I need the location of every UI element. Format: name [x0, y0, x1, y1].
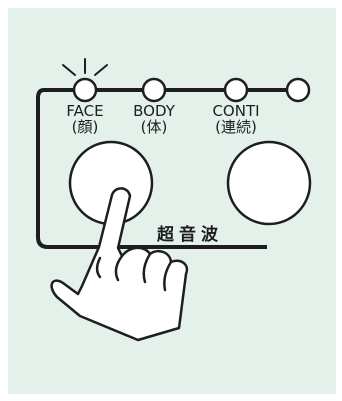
panel-frame-line — [36, 88, 267, 249]
extra-indicator-led — [285, 77, 311, 103]
indicator-glow-icon — [62, 58, 108, 76]
body-mode-jp: (体) — [140, 118, 168, 136]
ultrasound-label: 超音波 — [157, 225, 223, 245]
conti-mode-jp: (連続) — [215, 118, 257, 136]
face-mode-label: FACE (顔) — [59, 103, 111, 135]
face-mode-name: FACE — [66, 102, 104, 120]
face-indicator-led — [72, 77, 98, 103]
pressing-hand-icon — [50, 187, 189, 342]
body-mode-label: BODY (体) — [128, 103, 180, 135]
conti-mode-label: CONTI (連続) — [205, 103, 267, 135]
body-indicator-led — [141, 77, 167, 103]
body-mode-name: BODY — [133, 102, 175, 120]
conti-mode-name: CONTI — [212, 102, 260, 120]
ultrasound-button-right — [226, 140, 312, 226]
conti-indicator-led — [223, 77, 249, 103]
face-mode-jp: (顔) — [71, 118, 99, 136]
